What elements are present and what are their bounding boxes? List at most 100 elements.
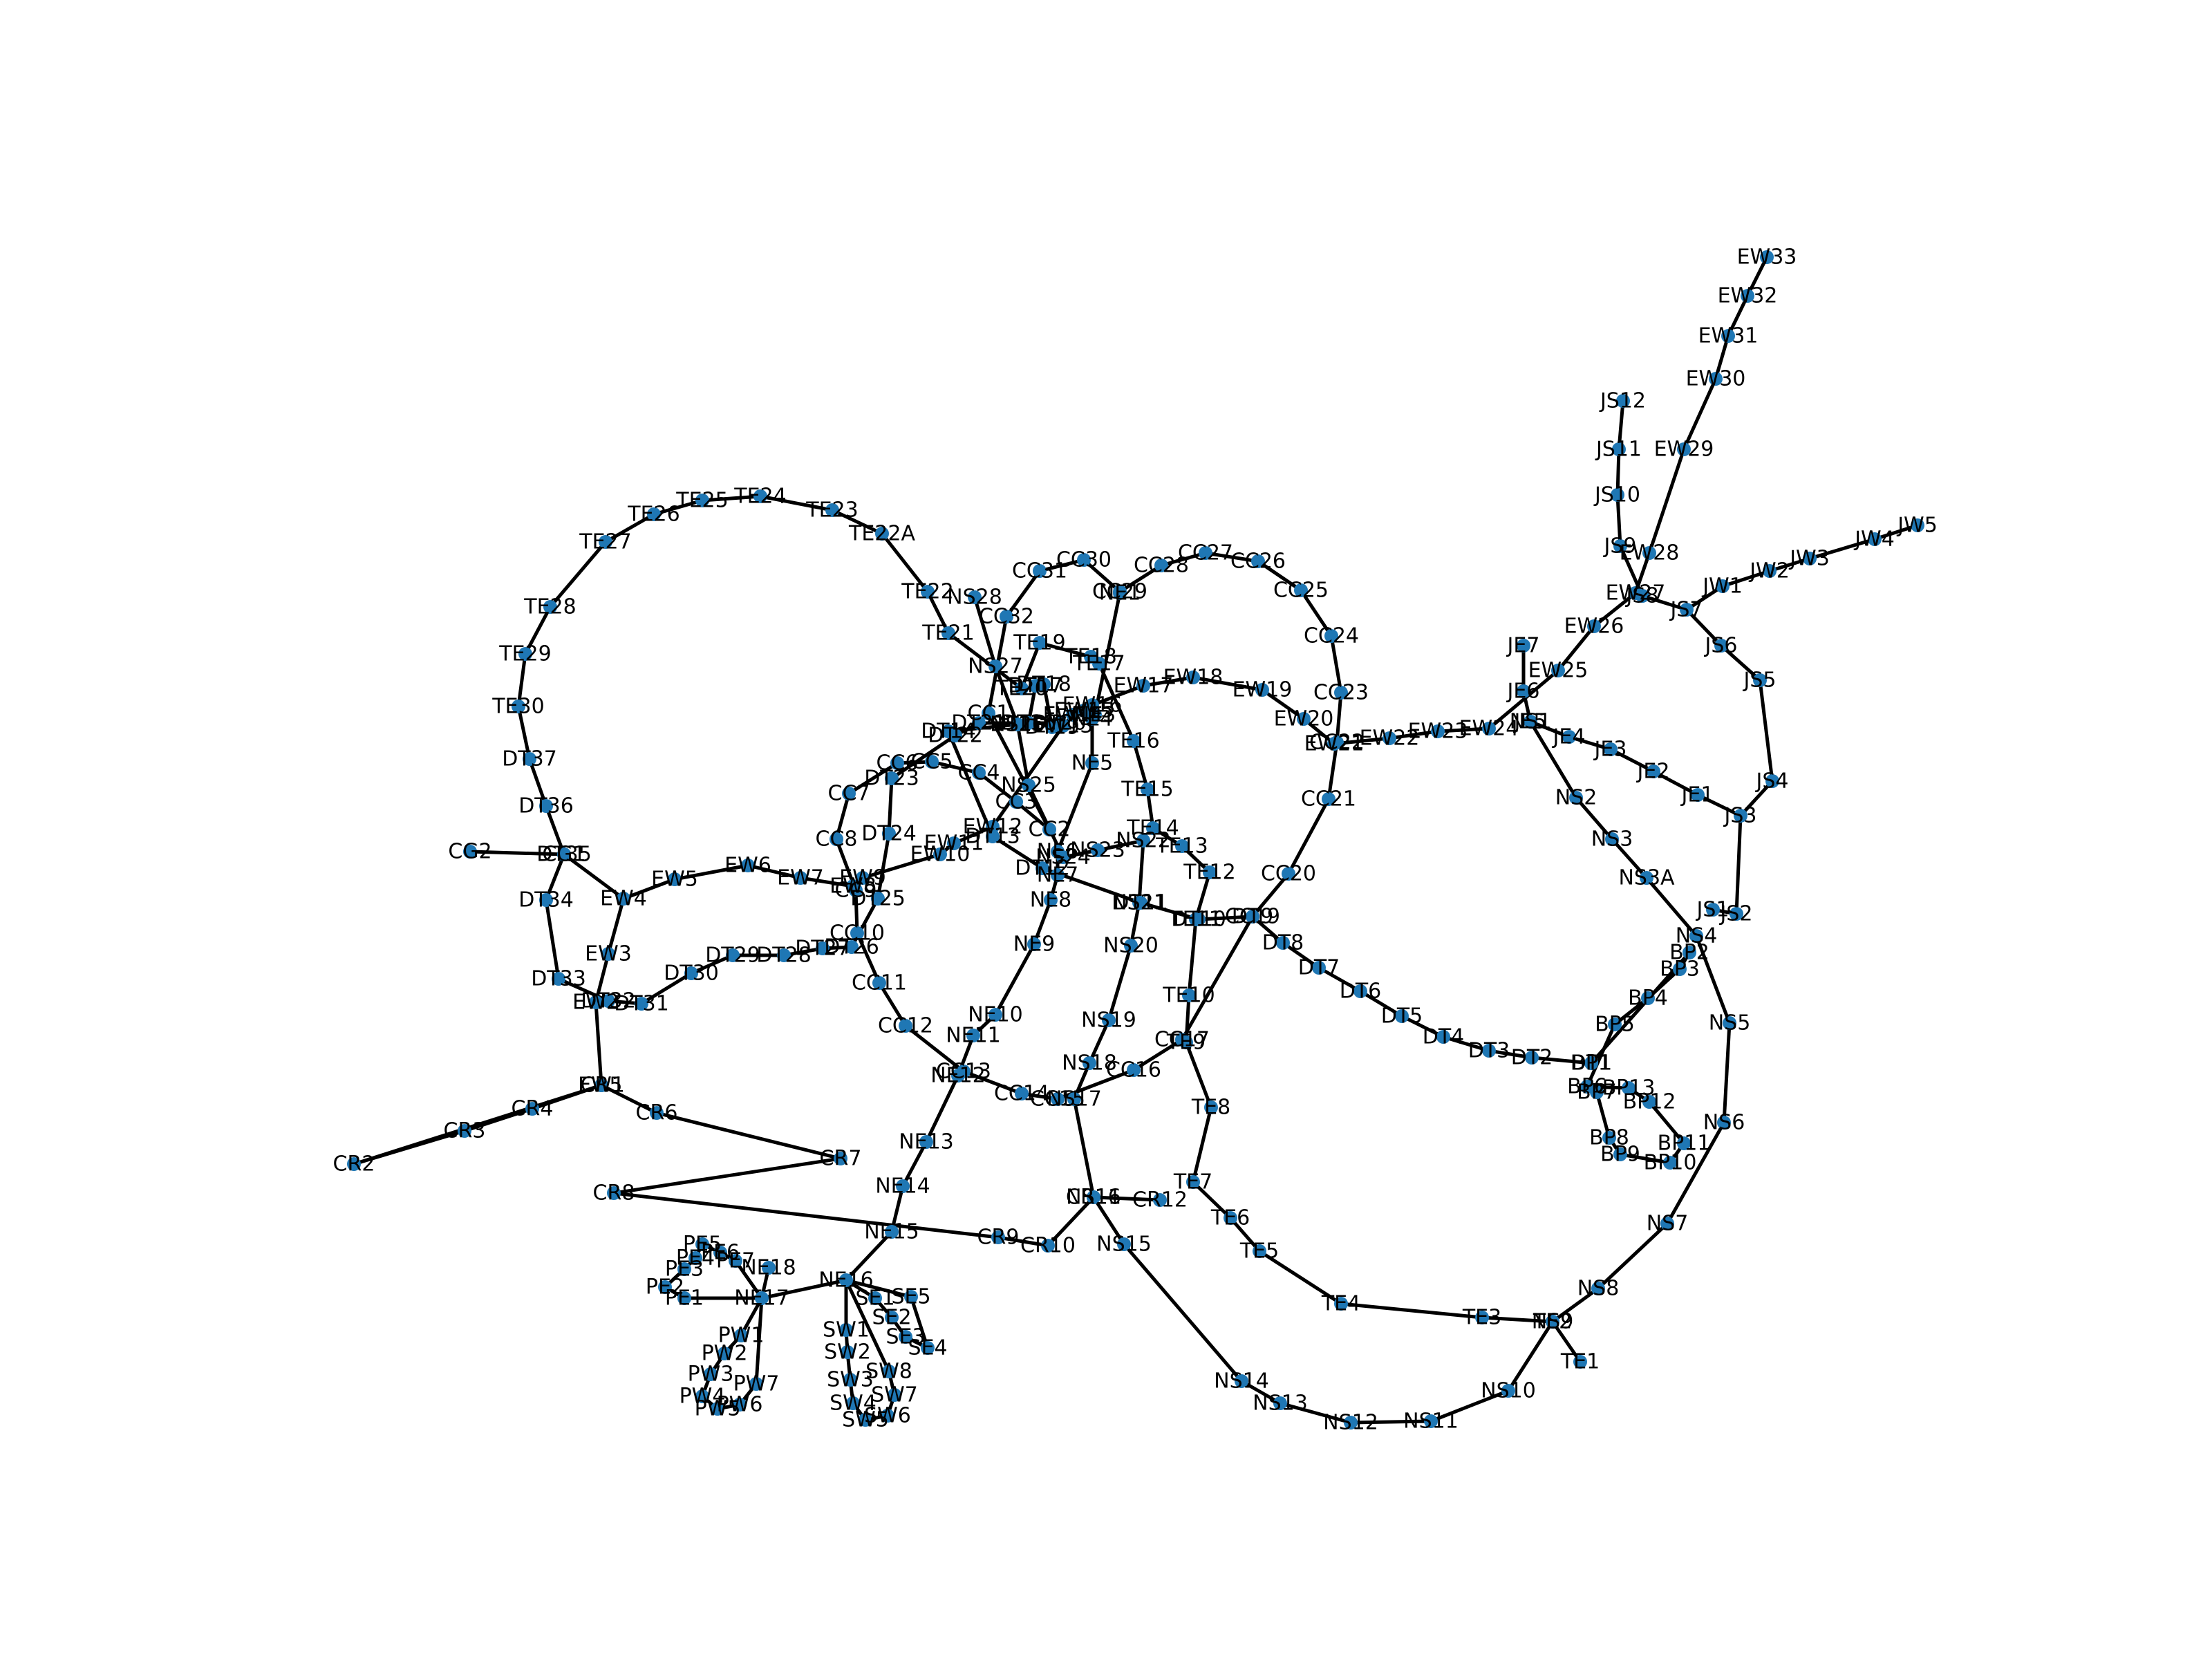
node-js9 xyxy=(1613,539,1627,553)
node-label-cr3: CR3 xyxy=(444,1119,486,1143)
node-pe6 xyxy=(713,1246,727,1259)
node-label-js10: JS10 xyxy=(1593,483,1640,507)
node-label-te24: TE24 xyxy=(733,485,786,509)
node-label-se5: SE5 xyxy=(891,1285,930,1309)
node-label-ew5: EW5 xyxy=(651,868,698,892)
edge-js4-js5 xyxy=(1758,678,1774,783)
node-label-cc24: CC24 xyxy=(1304,624,1359,648)
node-label-ne10: NE10 xyxy=(968,1003,1023,1027)
node-sw7 xyxy=(888,1388,901,1402)
node-label-dt17: DT17 xyxy=(1008,674,1063,698)
node-label-te1: TE1 xyxy=(1560,1350,1600,1374)
edge-ew16-ew17 xyxy=(1090,684,1145,707)
node-label-je1: JE1 xyxy=(1680,783,1714,807)
edge-dt35-dt36 xyxy=(544,804,566,856)
node-ns28 xyxy=(968,590,982,604)
node-js12 xyxy=(1616,394,1630,408)
node-label-ns15: NS15 xyxy=(1096,1232,1152,1257)
node-label-ns19: NS19 xyxy=(1081,1009,1136,1033)
edge-ew18-ew19 xyxy=(1191,675,1264,692)
node-label-js5: JS5 xyxy=(1743,668,1777,693)
node-label-te19: TE19 xyxy=(1013,631,1065,655)
node-label-ns27: NS27 xyxy=(968,655,1023,679)
node-label-dt18: DT18 xyxy=(1016,673,1071,697)
node-label-te6: TE6 xyxy=(1210,1206,1250,1230)
node-label-te18: TE18 xyxy=(1064,645,1116,669)
node-label-bp4: BP4 xyxy=(1628,986,1668,1011)
node-label-te17: TE17 xyxy=(1072,652,1125,676)
node-te2 xyxy=(1546,1315,1559,1329)
node-js5 xyxy=(1753,673,1767,687)
node-je7 xyxy=(1517,639,1530,653)
node-sw4 xyxy=(846,1396,860,1410)
node-label-pw6: PW6 xyxy=(717,1393,763,1417)
node-label-js9: JS9 xyxy=(1603,534,1637,559)
edge-dt29-dt30 xyxy=(689,953,735,975)
edge-te10-te11 xyxy=(1187,917,1198,997)
edge-cc17-cc19 xyxy=(1180,915,1255,1042)
node-dt5 xyxy=(1395,1009,1409,1023)
edge-te26-te27 xyxy=(603,512,656,544)
node-label-ew6: EW6 xyxy=(724,854,771,878)
node-label-dt14: DT14 xyxy=(921,720,976,744)
node-label-dt28: DT28 xyxy=(756,944,812,968)
edge-dt1-dt2 xyxy=(1530,1056,1593,1065)
node-je5 xyxy=(1524,715,1537,729)
node-te27 xyxy=(599,535,612,549)
edge-js2-js3 xyxy=(1734,814,1743,916)
edge-cr8-cr9 xyxy=(612,1191,1000,1239)
node-bp11 xyxy=(1677,1136,1691,1150)
node-label-dt12: DT12 xyxy=(1015,856,1070,881)
edge-ne5-ne6 xyxy=(1056,761,1094,854)
edge-pw7-ne17 xyxy=(754,1296,764,1386)
node-label-sw8: SW8 xyxy=(865,1360,912,1384)
node-label-ew30: EW30 xyxy=(1686,367,1746,391)
node-dt35 xyxy=(557,847,571,861)
edge-ns4-ns5 xyxy=(1694,934,1732,1025)
edge-ew19-ew20 xyxy=(1260,688,1306,721)
node-bp4 xyxy=(1641,991,1655,1005)
node-label-cc9: CC9 xyxy=(835,879,877,903)
edge-dt18-dt19 xyxy=(1042,682,1054,729)
node-label-jw3: JW3 xyxy=(1788,547,1830,571)
node-ns12 xyxy=(1344,1416,1358,1430)
node-dt6 xyxy=(1353,984,1367,998)
node-cc11 xyxy=(872,976,886,990)
node-ns14 xyxy=(1235,1374,1248,1388)
edge-cc31-cc32 xyxy=(1004,569,1042,619)
node-label-ne13: NE13 xyxy=(899,1130,954,1154)
node-label-ns2: NS2 xyxy=(1555,786,1597,810)
edge-js3-je1 xyxy=(1696,793,1743,818)
node-ew2 xyxy=(589,995,603,1009)
node-label-ew17: EW17 xyxy=(1114,674,1174,698)
node-label-ew13: EW13 xyxy=(1033,714,1094,738)
edge-cc10-cc11 xyxy=(855,931,881,985)
node-cr6 xyxy=(650,1106,664,1120)
node-label-dt34: DT34 xyxy=(518,888,574,912)
node-dt13 xyxy=(986,830,1000,843)
edge-ns3-ns3a xyxy=(1610,837,1649,880)
edge-cc26-cc27 xyxy=(1203,551,1260,563)
node-label-ne18: NE18 xyxy=(741,1256,796,1280)
node-dt34 xyxy=(539,893,553,907)
node-te29 xyxy=(518,647,532,661)
node-cc5 xyxy=(925,755,939,769)
node-cc23 xyxy=(1334,686,1348,700)
node-ew18 xyxy=(1186,671,1200,684)
node-label-ns25: NS25 xyxy=(1001,774,1056,798)
edge-ne13-ne14 xyxy=(901,1140,928,1188)
edge-te1-te2 xyxy=(1550,1320,1582,1364)
edge-te8-te9 xyxy=(1184,1040,1213,1109)
node-se1 xyxy=(868,1291,882,1305)
node-label-je3: JE3 xyxy=(1593,738,1627,762)
node-dt36 xyxy=(539,799,553,813)
node-bp12 xyxy=(1642,1095,1656,1109)
node-se4 xyxy=(921,1341,935,1355)
node-ns20 xyxy=(1124,939,1138,953)
node-pw3 xyxy=(704,1367,718,1381)
node-cc2 xyxy=(1042,823,1056,836)
node-cr11 xyxy=(1087,1190,1100,1204)
node-label-je7: JE7 xyxy=(1506,634,1540,658)
node-label-dt27: DT27 xyxy=(795,937,850,961)
node-js6 xyxy=(1714,639,1728,653)
